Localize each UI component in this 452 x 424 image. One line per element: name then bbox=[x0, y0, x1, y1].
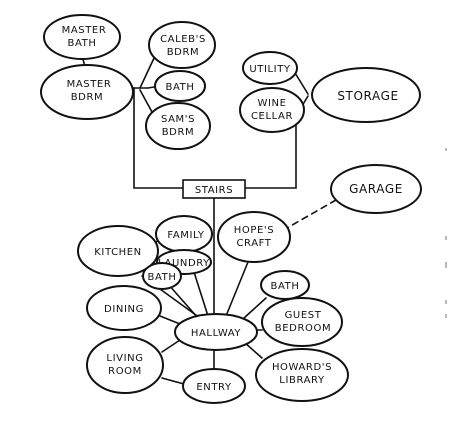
room-wine-cellar: WINE CELLAR bbox=[239, 87, 305, 133]
room-label-line: ENTRY bbox=[196, 382, 232, 393]
edge-living-to-entry bbox=[161, 377, 185, 385]
room-label-line: DINING bbox=[104, 304, 144, 315]
room-label-line: FAMILY bbox=[167, 230, 204, 241]
edge-hallway-to-laundry bbox=[193, 271, 209, 317]
room-label-line: SAM'S bbox=[161, 114, 195, 125]
room-master-bath: MASTER BATH bbox=[43, 14, 121, 60]
room-storage: STORAGE bbox=[311, 67, 421, 123]
room-kitchen: KITCHEN bbox=[77, 225, 159, 277]
room-label-line: CELLAR bbox=[251, 111, 293, 122]
room-garage: GARAGE bbox=[330, 164, 422, 214]
room-label-line: CALEB'S bbox=[160, 34, 206, 45]
room-label-line: BEDROOM bbox=[275, 323, 331, 334]
room-dining: DINING bbox=[86, 285, 162, 331]
room-label-line: BATH bbox=[68, 38, 97, 49]
edge-storage-to-stairs bbox=[244, 99, 297, 189]
room-label-line: MASTER bbox=[62, 25, 107, 36]
room-label-line: LAUNDRY bbox=[158, 258, 210, 269]
room-label-line: HOWARD'S bbox=[272, 362, 332, 373]
room-howards-library: HOWARD'S LIBRARY bbox=[255, 348, 349, 402]
room-hallway: HALLWAY bbox=[174, 313, 258, 351]
room-label-line: BDRM bbox=[162, 127, 195, 138]
room-label-line: GUEST bbox=[285, 310, 322, 321]
room-label-line: GARAGE bbox=[349, 182, 403, 196]
room-master-bdrm: MASTER BDRM bbox=[40, 64, 134, 120]
room-label-line: HOPE'S bbox=[234, 225, 274, 236]
edge-hallway-to-guest-bath bbox=[243, 297, 267, 319]
room-label-line: CRAFT bbox=[236, 238, 271, 249]
edge-garage-to-craft bbox=[279, 199, 337, 233]
room-label-line: MASTER bbox=[67, 79, 112, 90]
room-guest-bath: BATH bbox=[260, 270, 310, 300]
stairs-box: STAIRS bbox=[182, 179, 246, 199]
room-label-line: WINE bbox=[257, 98, 286, 109]
room-label-line: KITCHEN bbox=[94, 247, 142, 258]
room-calebs-bdrm: CALEB'S BDRM bbox=[148, 21, 216, 69]
room-guest-bedroom: GUEST BEDROOM bbox=[261, 297, 343, 347]
edge-hallway-to-dining bbox=[159, 315, 181, 325]
room-hopes-craft: HOPE'S CRAFT bbox=[217, 211, 291, 263]
room-label-line: BDRM bbox=[167, 47, 200, 58]
room-label-line: LIVING bbox=[106, 353, 143, 364]
room-lower-bath: BATH bbox=[142, 262, 182, 290]
room-sams-bdrm: SAM'S BDRM bbox=[145, 102, 211, 150]
room-label-line: BATH bbox=[271, 281, 300, 292]
edge-branch-calebs bbox=[139, 55, 156, 89]
room-label-line: LIBRARY bbox=[279, 375, 325, 386]
room-entry: ENTRY bbox=[182, 368, 246, 404]
edge-master-to-stairs bbox=[133, 87, 184, 189]
room-label-line: UTILITY bbox=[249, 64, 291, 75]
room-label-line: BATH bbox=[148, 272, 177, 283]
edge-hallway-to-living bbox=[161, 339, 181, 353]
room-living-room: LIVING ROOM bbox=[86, 336, 164, 394]
room-label-line: STORAGE bbox=[337, 89, 398, 103]
edge-hallway-to-craft bbox=[225, 261, 249, 317]
edge-branch-sams bbox=[139, 89, 153, 113]
room-label-line: STAIRS bbox=[195, 185, 233, 196]
room-label-line: ROOM bbox=[108, 366, 142, 377]
room-utility: UTILITY bbox=[242, 51, 298, 85]
room-upper-bath: BATH bbox=[154, 70, 206, 102]
room-label-line: BDRM bbox=[71, 92, 104, 103]
room-label-line: HALLWAY bbox=[191, 328, 242, 339]
room-label-line: BATH bbox=[166, 82, 195, 93]
edge-hallway-to-lower-bath bbox=[167, 283, 199, 319]
room-family: FAMILY bbox=[155, 215, 213, 253]
